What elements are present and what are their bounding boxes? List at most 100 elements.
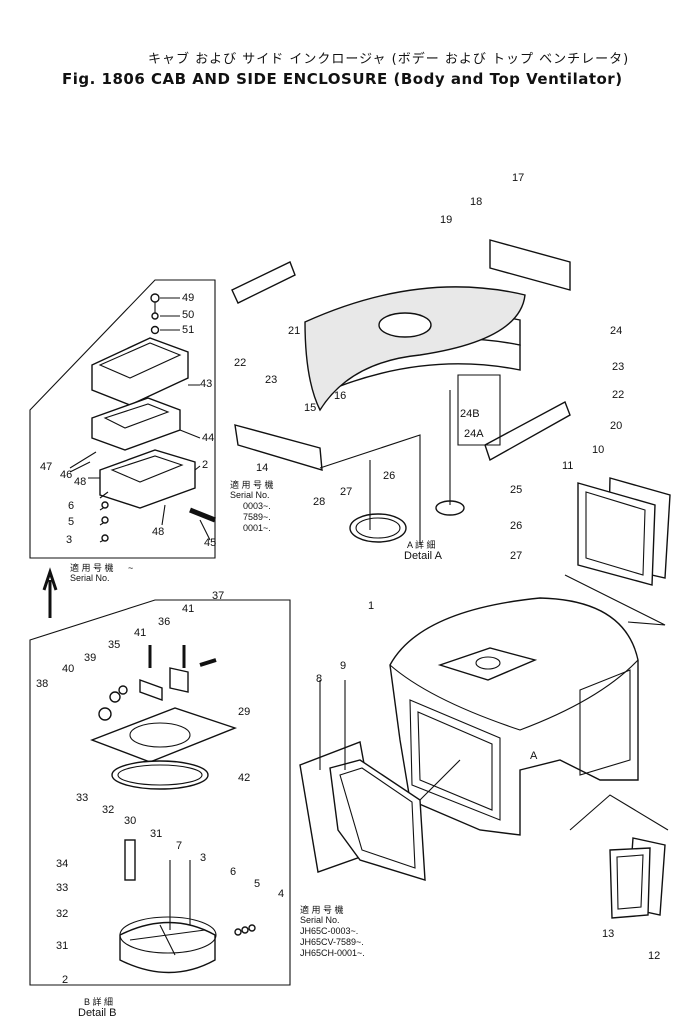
- callout-51: 49: [182, 292, 195, 304]
- detail-a-label: Detail A: [404, 550, 442, 562]
- part-9-window-frame: [329, 759, 426, 881]
- detail-b-label: Detail B: [78, 1007, 117, 1019]
- serial-14-line-1: 0003~.: [243, 501, 271, 511]
- callout-41: 39: [84, 652, 97, 664]
- part-2-ventilator-base: [119, 921, 216, 974]
- callout-7: 7: [176, 840, 183, 852]
- callout-31: 29: [238, 706, 251, 718]
- callout-47: 45: [204, 537, 217, 549]
- callout-26: 26: [510, 520, 523, 532]
- part-28-seal: [349, 513, 407, 543]
- part-44-gasket: [111, 760, 209, 790]
- callout-A: A: [530, 750, 538, 762]
- callout-24A: 24A: [464, 428, 484, 440]
- part-20-plate: [484, 401, 571, 462]
- callout-16: 16: [334, 390, 347, 402]
- callout-3-bottom: 3: [200, 852, 207, 864]
- callout-8: 8: [316, 673, 323, 685]
- serial-14-line-3: 0001~.: [243, 523, 271, 533]
- callout-2-top: 2: [202, 459, 209, 471]
- callout-42: 40: [62, 663, 75, 675]
- callout-24B: 24B: [460, 408, 480, 420]
- callout-5-bottom: 5: [254, 878, 261, 890]
- serial-box-label: Serial No.: [70, 573, 110, 583]
- callout-32: 30: [124, 815, 137, 827]
- serial-box-jp: 適 用 号 機: [70, 563, 114, 573]
- callout-30: 28: [313, 496, 326, 508]
- callout-22-right: 22: [612, 389, 625, 401]
- callout-48: 46: [60, 469, 73, 481]
- serial-box-range: ~: [128, 563, 134, 573]
- callout-23-right: 23: [612, 361, 625, 373]
- callout-2-bottom: 2: [62, 974, 69, 986]
- detail-b-jp: B 詳 細: [84, 997, 114, 1007]
- callout-19: 19: [440, 214, 453, 226]
- callout-50-right: 48: [152, 526, 165, 538]
- callout-14: 14: [256, 462, 269, 474]
- part-21-plate: [231, 261, 296, 304]
- callout-35-top: 33: [76, 792, 89, 804]
- detail-box-b: [29, 599, 291, 986]
- callout-34-top: 32: [102, 804, 115, 816]
- callout-46: 44: [202, 432, 215, 444]
- callout-10: 10: [592, 444, 605, 456]
- callout-34-bottom: 32: [56, 908, 69, 920]
- callout-24: 24: [610, 325, 623, 337]
- callout-13: 13: [602, 928, 615, 940]
- part-11-window-frame: [577, 482, 656, 586]
- callout-4: 4: [278, 888, 285, 900]
- callout-21: 21: [288, 325, 301, 337]
- callout-33-bottom: 31: [56, 940, 69, 952]
- serial-main-jp: 適 用 号 機: [300, 905, 344, 915]
- callout-23-left: 23: [265, 374, 278, 386]
- callout-39: 37: [212, 590, 225, 602]
- callout-53: 51: [182, 324, 195, 336]
- serial-main-line-1: JH65C-0003~.: [300, 926, 359, 936]
- callout-33-top: 31: [150, 828, 163, 840]
- part-17-plate: [489, 239, 571, 291]
- serial-main-line-3: JH65CH-0001~.: [300, 948, 365, 958]
- detail-a-jp: A 詳 細: [407, 540, 436, 550]
- callout-38: 36: [158, 616, 171, 628]
- arrow-up: [42, 567, 58, 618]
- callout-3-top: 3: [66, 534, 73, 546]
- callout-5-top: 5: [68, 516, 75, 528]
- serial-main-label: Serial No.: [300, 915, 340, 925]
- callout-36: 34: [56, 858, 69, 870]
- callout-28: 26: [383, 470, 396, 482]
- callout-43-left: 41: [134, 627, 147, 639]
- callout-52: 50: [182, 309, 195, 321]
- serial-main-line-2: JH65CV-7589~.: [300, 937, 364, 947]
- callout-25: 25: [510, 484, 523, 496]
- part-45-cover: [91, 337, 189, 406]
- part-13-window-frame: [609, 847, 651, 919]
- callout-11: 11: [562, 460, 574, 472]
- callout-22-left: 22: [234, 357, 247, 369]
- callout-43-right: 41: [182, 603, 195, 615]
- figure-title-english: Fig. 1806 CAB AND SIDE ENCLOSURE (Body a…: [62, 70, 623, 88]
- callout-44: 42: [238, 772, 251, 784]
- callout-6-top: 6: [68, 500, 75, 512]
- callout-15: 15: [304, 402, 317, 414]
- callout-18: 18: [470, 196, 483, 208]
- part-31-plate: [90, 707, 238, 763]
- callout-40: 38: [36, 678, 49, 690]
- callout-12: 12: [648, 950, 661, 962]
- callout-17: 17: [512, 172, 525, 184]
- callout-6-bottom: 6: [230, 866, 237, 878]
- callout-20: 20: [610, 420, 623, 432]
- part-24-roof-skin-1: [304, 286, 526, 412]
- callout-27: 27: [510, 550, 523, 562]
- serial-14-line-2: 7589~.: [243, 512, 271, 522]
- callout-50-left: 48: [74, 476, 87, 488]
- part-14-plate: [234, 424, 323, 471]
- callout-29: 27: [340, 486, 353, 498]
- detail-box-ventilator-top: [29, 279, 216, 559]
- figure-title-japanese: キャブ および サイド インクロージャ (ボデー および トップ ベンチレータ): [148, 52, 630, 67]
- serial-14-jp: 適 用 号 機: [230, 480, 274, 490]
- callout-49: 47: [40, 461, 53, 473]
- callout-37: 35: [108, 639, 121, 651]
- callout-1: 1: [368, 600, 375, 612]
